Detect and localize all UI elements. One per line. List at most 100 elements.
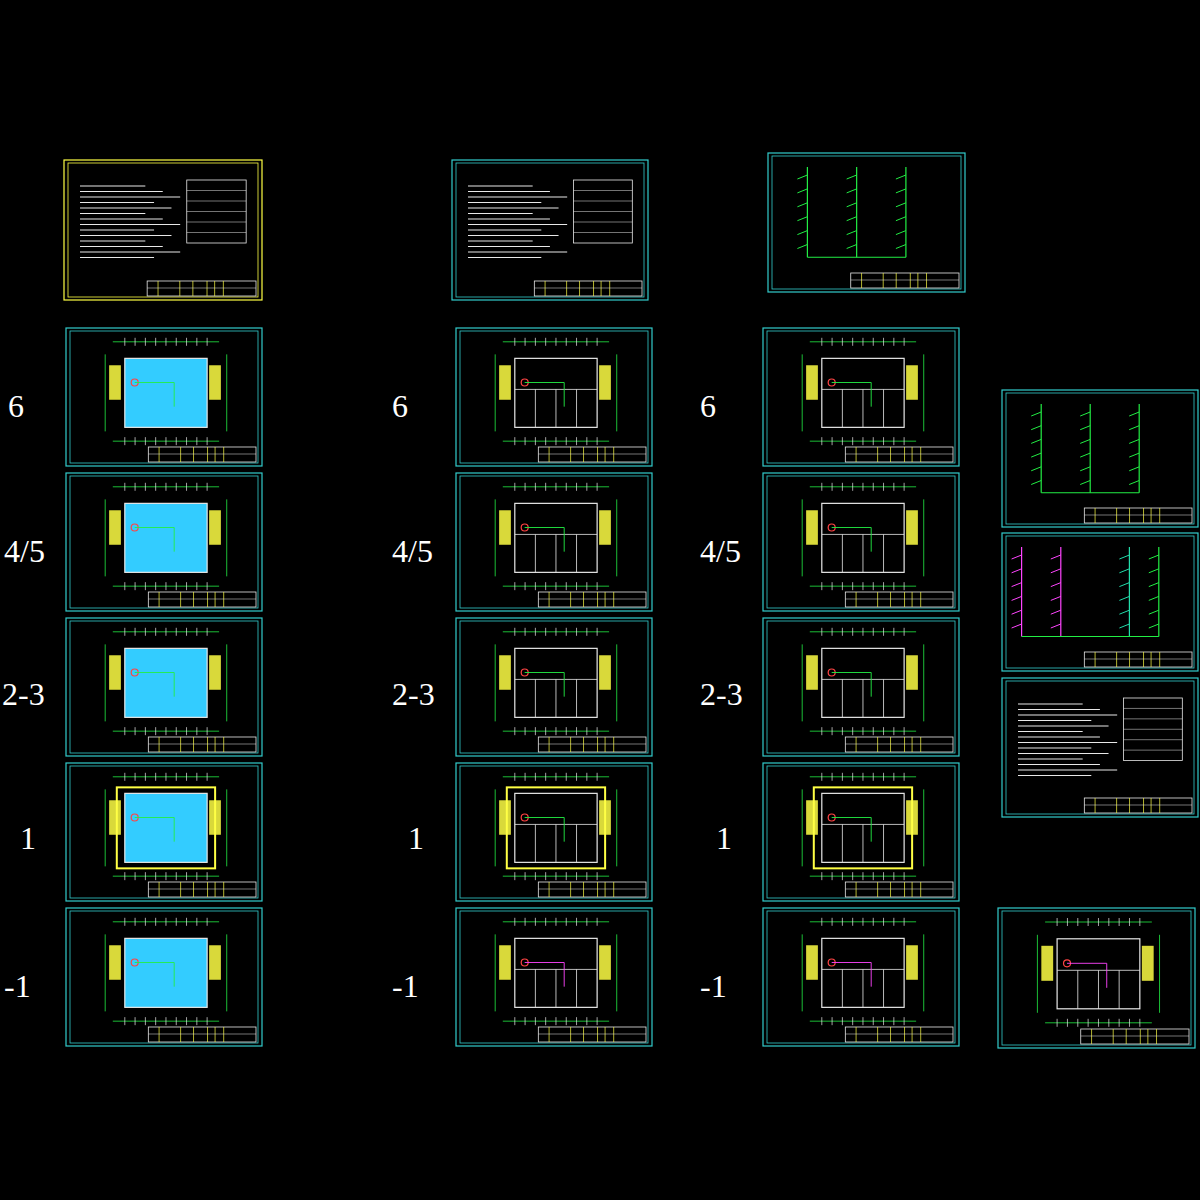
floor-label: -1: [392, 970, 419, 1002]
dimension-tick: [545, 628, 546, 636]
stair-symbol: [806, 655, 818, 690]
title-divider: [890, 592, 891, 607]
dimension-tick: [145, 437, 146, 445]
dimension-tick: [135, 918, 136, 926]
sheet-border: [460, 621, 648, 753]
dimension-tick: [124, 582, 125, 590]
dimension-tick: [904, 1017, 905, 1025]
title-divider: [193, 447, 194, 462]
floor-label: 6: [392, 390, 408, 422]
pipe-run: [135, 528, 175, 552]
dimension-tick: [586, 628, 587, 636]
pipe-run: [832, 818, 872, 842]
branch-pipe: [797, 217, 807, 221]
dimension-tick: [535, 437, 536, 445]
stair-symbol: [209, 945, 221, 980]
main-pipe: [807, 257, 906, 258]
dimension-tick: [842, 483, 843, 491]
title-divider: [601, 281, 602, 296]
dimension-line: [226, 644, 227, 721]
title-divider: [538, 454, 646, 455]
title-divider: [851, 280, 959, 281]
dimension-tick: [135, 483, 136, 491]
dimension-tick: [904, 727, 905, 735]
dimension-tick: [862, 872, 863, 880]
title-divider: [883, 273, 884, 288]
title-divider: [926, 273, 927, 288]
legend-table: [187, 180, 246, 243]
dimension-tick: [893, 727, 894, 735]
title-divider: [1159, 508, 1160, 523]
dimension-tick: [196, 1017, 197, 1025]
title-divider: [877, 882, 878, 897]
title-divider: [1151, 652, 1152, 667]
title-block: [148, 737, 256, 752]
dimension-tick: [576, 338, 577, 346]
branch-pipe: [1012, 569, 1022, 573]
dimension-tick: [545, 773, 546, 781]
branch-pipe: [1119, 569, 1129, 573]
title-block: [1081, 1029, 1189, 1044]
dimension-tick: [883, 582, 884, 590]
dimension-tick: [1139, 918, 1140, 926]
wall-line: [576, 679, 577, 717]
dimension-tick: [1108, 1019, 1109, 1027]
stair-symbol: [906, 800, 918, 835]
title-divider: [845, 744, 953, 745]
riser-pipe: [856, 167, 857, 257]
title-block: [1084, 508, 1192, 523]
title-divider: [1095, 508, 1096, 523]
title-divider: [545, 281, 546, 296]
title-divider: [570, 447, 571, 462]
title-divider: [877, 447, 878, 462]
stair-symbol: [209, 510, 221, 545]
dimension-tick: [832, 582, 833, 590]
title-divider: [912, 737, 913, 752]
dimension-tick: [545, 338, 546, 346]
wall-line: [883, 389, 884, 427]
title-divider: [570, 882, 571, 897]
dimension-tick: [566, 872, 567, 880]
title-divider: [538, 1034, 646, 1035]
dimension-tick: [124, 628, 125, 636]
sheet-frame: [998, 908, 1195, 1048]
title-divider: [570, 592, 571, 607]
dimension-tick: [555, 727, 556, 735]
dimension-tick: [832, 918, 833, 926]
branch-pipe: [797, 231, 807, 235]
dimension-tick: [196, 872, 197, 880]
dimension-tick: [893, 872, 894, 880]
dimension-tick: [124, 437, 125, 445]
dimension-tick: [852, 872, 853, 880]
dimension-tick: [842, 872, 843, 880]
title-divider: [193, 1027, 194, 1042]
dimension-tick: [842, 628, 843, 636]
dimension-tick: [832, 773, 833, 781]
title-divider: [1081, 1036, 1189, 1037]
branch-pipe: [1149, 583, 1159, 587]
dimension-tick: [525, 1017, 526, 1025]
dimension-tick: [904, 872, 905, 880]
note-line: [1018, 759, 1083, 760]
title-divider: [1116, 798, 1117, 813]
title-divider: [1143, 508, 1144, 523]
dimension-tick: [145, 1017, 146, 1025]
branch-pipe: [1051, 555, 1061, 559]
title-divider: [1140, 1029, 1141, 1044]
branch-pipe: [797, 175, 807, 179]
stair-symbol: [109, 655, 121, 690]
note-line: [468, 213, 533, 214]
pipe-run: [832, 383, 872, 407]
riser-pipe: [1060, 547, 1061, 637]
stair-symbol: [906, 510, 918, 545]
note-line: [1018, 720, 1091, 721]
stair-symbol: [906, 945, 918, 980]
dimension-tick: [196, 483, 197, 491]
dimension-tick: [176, 628, 177, 636]
dimension-tick: [893, 1017, 894, 1025]
dimension-tick: [207, 872, 208, 880]
building-outline: [822, 793, 904, 862]
title-block: [845, 882, 953, 897]
dimension-tick: [883, 338, 884, 346]
